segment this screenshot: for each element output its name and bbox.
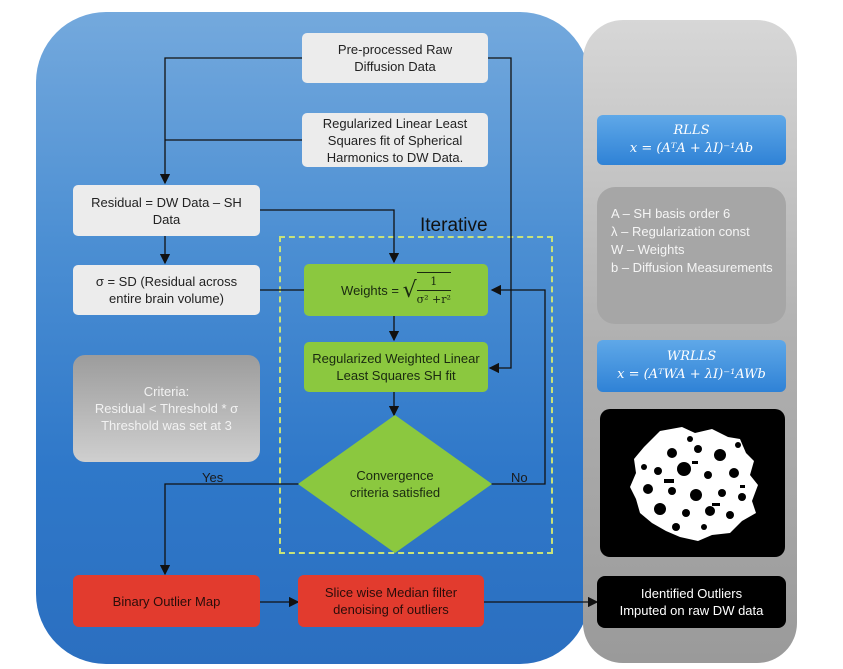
rlls-equation: x = (AᵀA + λI)⁻¹Ab (629, 141, 754, 156)
weights-numerator: 1 (416, 273, 451, 291)
iterative-region (279, 236, 553, 554)
sigma-box: σ = SD (Residual across entire brain vol… (73, 265, 260, 315)
rlls-fit-text: Regularized Linear Least Squares fit of … (322, 115, 468, 165)
raw-data-text: Pre-processed Raw Diffusion Data (337, 42, 453, 74)
sigma-text: σ = SD (Residual across entire brain vol… (95, 274, 238, 306)
rlls-fit-box: Regularized Linear Least Squares fit of … (302, 113, 488, 167)
weights-box: Weights = √1 σ² +r² (304, 264, 488, 316)
identified-line1: Identified Outliers (640, 586, 743, 601)
convergence-text: Convergence criteria satisfied (349, 468, 441, 500)
arrow-raw-to-wlls (488, 57, 512, 374)
def-lambda: λ – Regularization const (611, 224, 750, 239)
arrow-yes-to-binary (159, 483, 299, 576)
no-label: No (511, 470, 528, 485)
raw-data-box: Pre-processed Raw Diffusion Data (302, 33, 488, 83)
arrow-raw-to-residual (159, 57, 302, 185)
weights-fraction: 1 σ² +r² (416, 272, 451, 308)
outlier-map-image (600, 409, 785, 557)
criteria-line2: Threshold was set at 3 (101, 418, 232, 433)
outlier-blobs (630, 427, 758, 541)
iterative-label: Iterative (420, 215, 488, 236)
median-filter-text: Slice wise Median filter denoising of ou… (324, 585, 458, 617)
criteria-line1: Residual < Threshold * σ (94, 401, 239, 416)
wrlls-equation: x = (AᵀWA + λI)⁻¹AWb (617, 367, 766, 382)
wrlls-title: WRLLS (666, 349, 717, 364)
convergence-diamond (298, 415, 492, 553)
rlls-title: RLLS (673, 123, 710, 138)
wrlls-formula-box: WRLLS x = (AᵀWA + λI)⁻¹AWb (597, 340, 786, 392)
arrow-residual-to-weights (260, 209, 400, 264)
def-a: A – SH basis order 6 (611, 206, 731, 221)
wlls-fit-box: Regularized Weighted Linear Least Square… (304, 342, 488, 392)
weights-denominator: σ² +r² (416, 293, 451, 306)
wlls-fit-text: Regularized Weighted Linear Least Square… (312, 351, 480, 383)
sqrt-icon: √ (402, 277, 417, 303)
criteria-box: Criteria: Residual < Threshold * σ Thres… (73, 355, 260, 462)
weights-prefix: Weights = (341, 282, 399, 298)
identified-outliers-box: Identified Outliers Imputed on raw DW da… (597, 576, 786, 628)
median-filter-box: Slice wise Median filter denoising of ou… (298, 575, 484, 627)
definitions-box: A – SH basis order 6 λ – Regularization … (597, 187, 786, 324)
arrow-no-loop (490, 284, 546, 485)
def-w: W – Weights (611, 242, 685, 257)
convergence-text-wrap: Convergence criteria satisfied (340, 455, 450, 513)
criteria-title: Criteria: (143, 384, 190, 399)
binary-map-text: Binary Outlier Map (112, 593, 221, 609)
residual-text: Residual = DW Data – SH Data (91, 194, 242, 227)
identified-line2: Imputed on raw DW data (619, 603, 764, 618)
def-b: b – Diffusion Measurements (611, 260, 773, 275)
rlls-formula-box: RLLS x = (AᵀA + λI)⁻¹Ab (597, 115, 786, 165)
residual-box: Residual = DW Data – SH Data (73, 185, 260, 236)
binary-map-box: Binary Outlier Map (73, 575, 260, 627)
yes-label: Yes (202, 470, 224, 485)
